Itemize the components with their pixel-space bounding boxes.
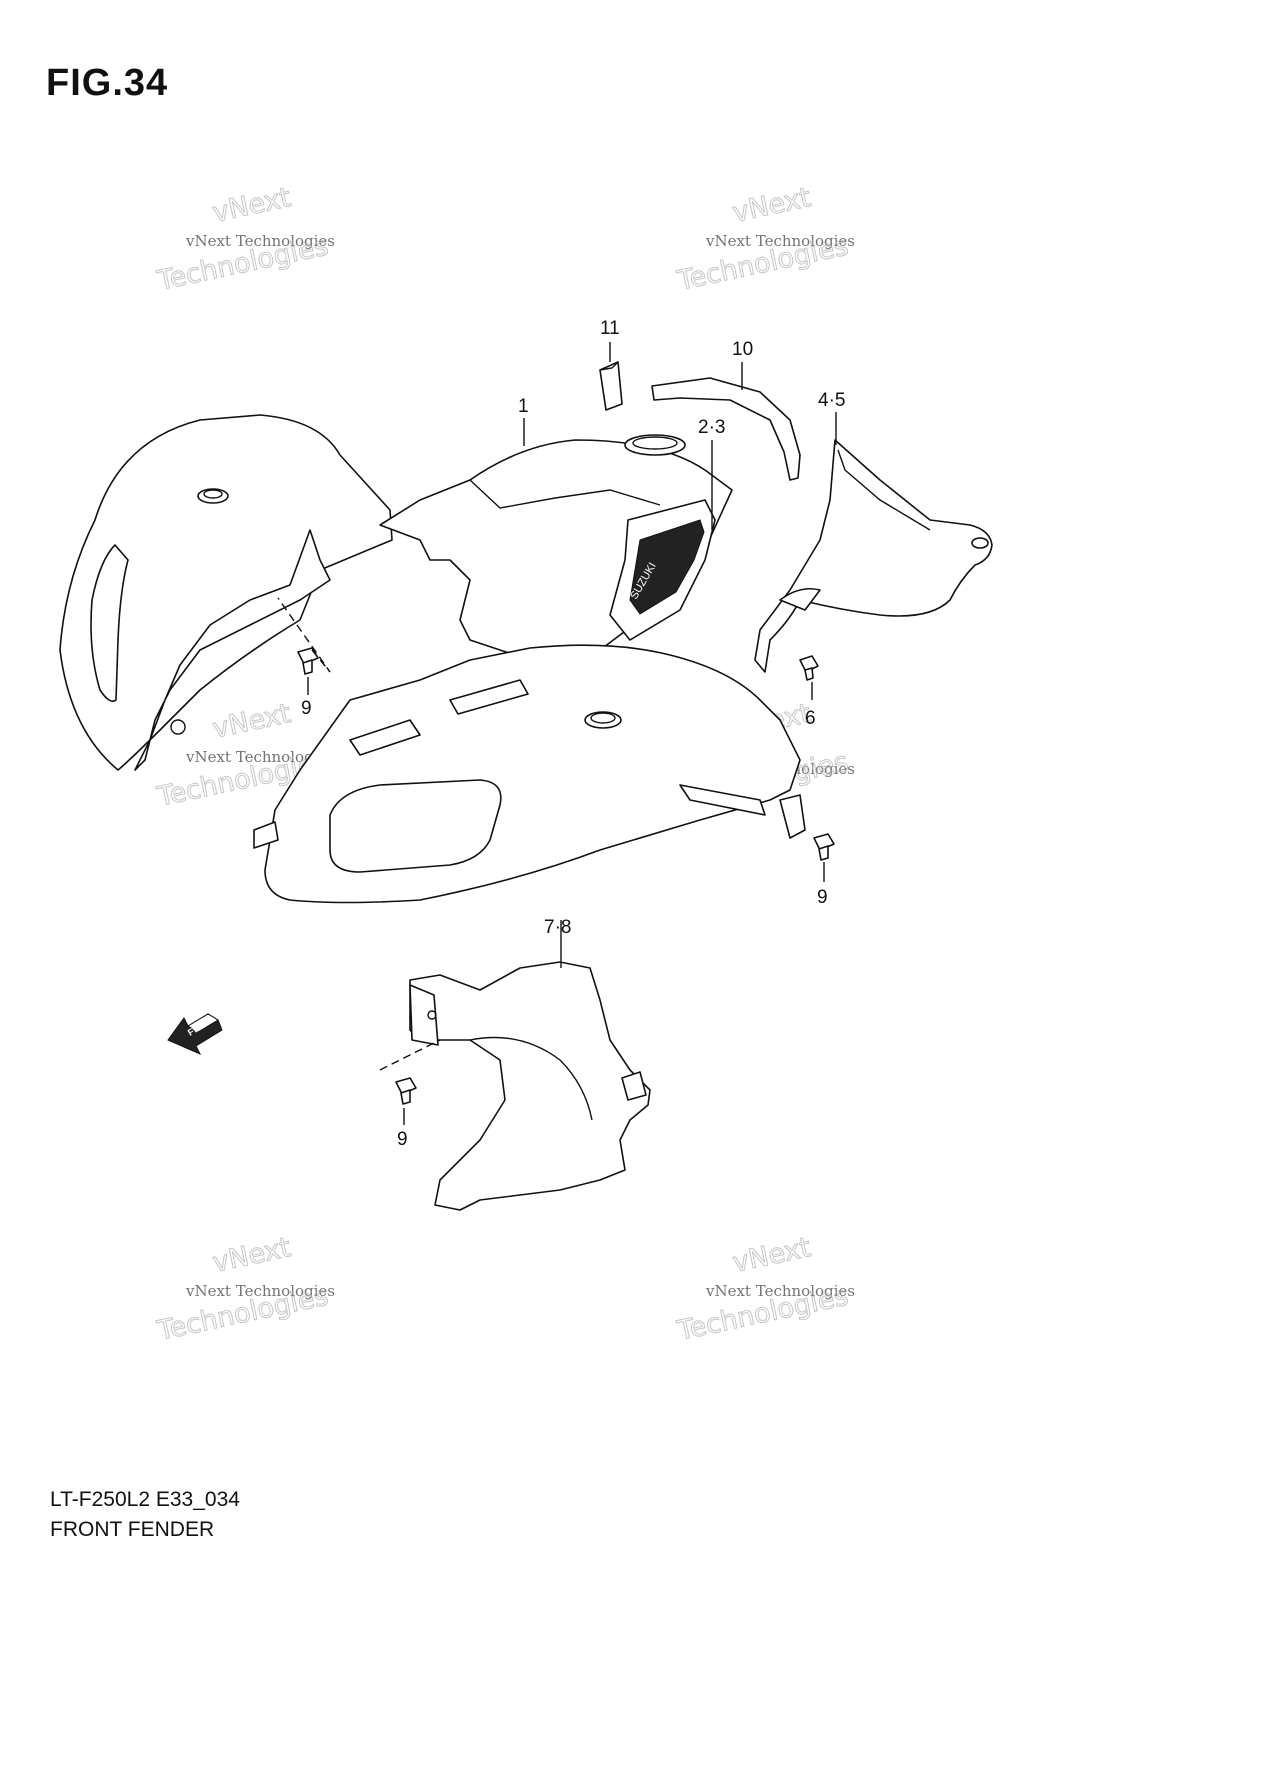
- watermark-text: vNext: [730, 1232, 814, 1279]
- watermark-text: vNext Technologies: [185, 232, 335, 250]
- leader-9-bottom-dash: [379, 1039, 441, 1071]
- callout-9-left: 9: [301, 698, 312, 719]
- part-4-5-side-panel: [754, 439, 993, 673]
- watermark-bottom-left: vNext vNext Technologies Technologies: [154, 1232, 335, 1348]
- watermark-bottom-right: vNext vNext Technologies Technologies: [674, 1232, 855, 1348]
- diagram-name: FRONT FENDER: [50, 1518, 215, 1541]
- figure-title: FIG.34: [46, 62, 169, 104]
- callout-10: 10: [732, 339, 753, 360]
- watermark-text: vNext Technologies: [705, 1282, 855, 1300]
- watermark-top-left: vNext vNext Technologies Technologies: [154, 182, 335, 298]
- callout-7-8: 7·8: [544, 917, 571, 938]
- callout-9-right: 9: [817, 887, 828, 908]
- callout-1: 1: [518, 396, 529, 417]
- fwd-arrow-icon: FWD: [167, 1013, 223, 1056]
- bolt-9-bottom: [395, 1077, 417, 1105]
- callout-11: 11: [600, 318, 620, 339]
- watermark-text: vNext Technologies: [705, 232, 855, 250]
- callout-6: 6: [805, 708, 816, 729]
- bolt-9-right: [813, 833, 835, 861]
- callout-4-5: 4·5: [818, 390, 845, 411]
- diagram-code: LT-F250L2 E33_034: [50, 1488, 240, 1511]
- watermark-text: vNext: [730, 182, 814, 229]
- bolt-9-left: [297, 647, 319, 675]
- clip-6: [799, 655, 819, 681]
- watermark-text: vNext: [210, 698, 294, 745]
- part-11-cap: [599, 361, 623, 411]
- part-10-trim-strip: [651, 377, 801, 481]
- part-1-front-fender: SUZUKI: [59, 414, 806, 904]
- callout-2-3: 2·3: [698, 417, 725, 438]
- watermark-text: vNext Technologies: [185, 1282, 335, 1300]
- watermark-text: vNext Technologies: [185, 748, 335, 766]
- watermark-text: vNext: [210, 1232, 294, 1279]
- watermark-text: vNext: [210, 182, 294, 229]
- part-7-8-splash-guard: [409, 961, 651, 1211]
- callout-9-bottom: 9: [397, 1129, 408, 1150]
- leader-9-left-dash: [277, 597, 331, 673]
- watermark-top-right: vNext vNext Technologies Technologies: [674, 182, 855, 298]
